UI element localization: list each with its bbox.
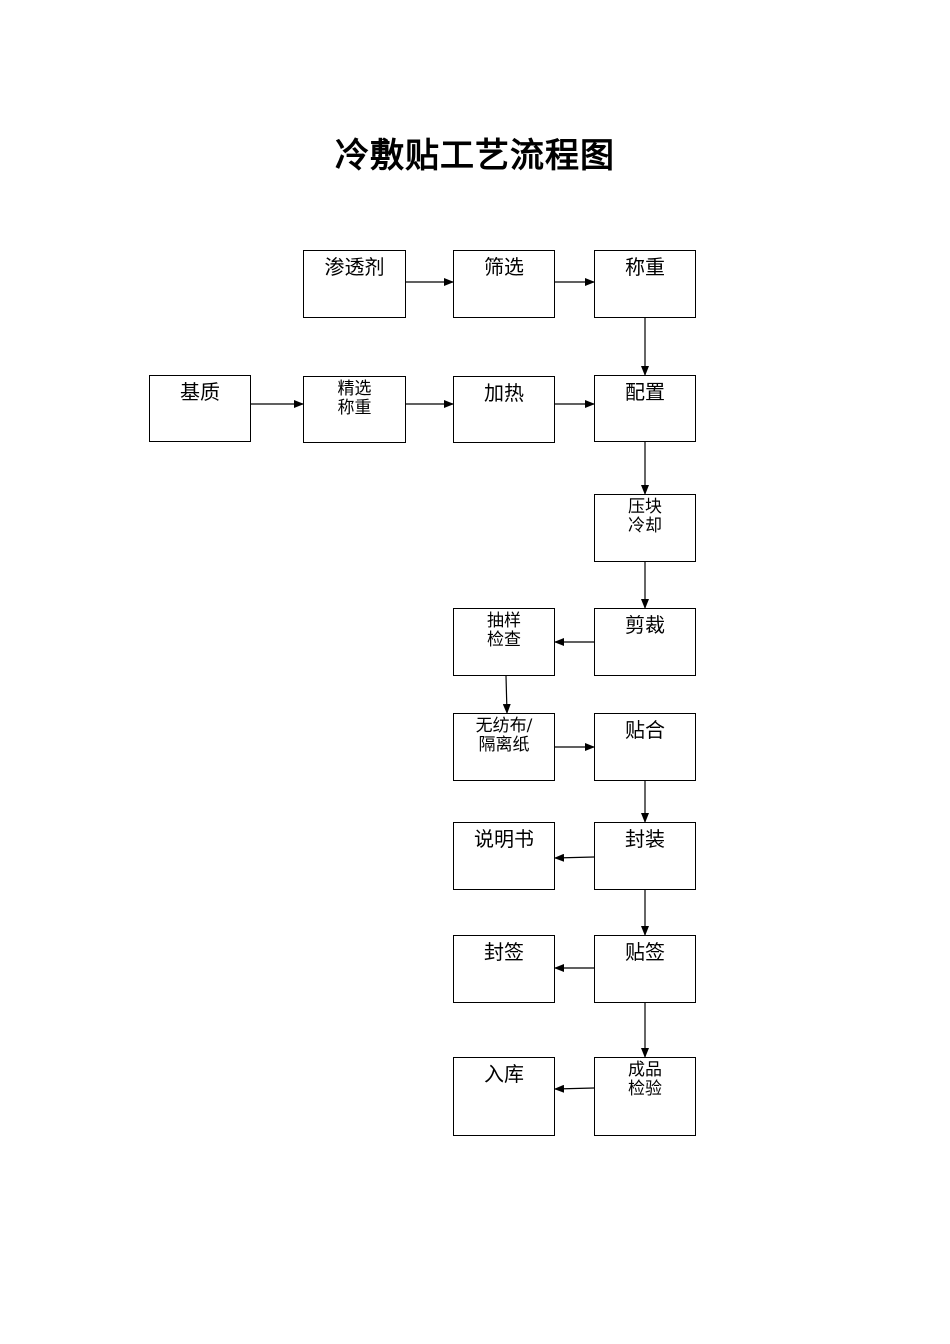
node-warehouse: 入库 bbox=[453, 1057, 555, 1136]
node-nonwoven: 无纺布/ 隔离纸 bbox=[453, 713, 555, 781]
node-label: 精选 bbox=[337, 379, 372, 399]
node-label: 封签 bbox=[484, 940, 524, 964]
node-manual: 说明书 bbox=[453, 822, 555, 890]
node-substrate: 基质 bbox=[149, 375, 251, 442]
node-penetrant: 渗透剂 bbox=[303, 250, 406, 318]
node-press-cool: 压块 冷却 bbox=[594, 494, 696, 562]
node-label: 剪裁 bbox=[625, 613, 665, 637]
node-select-weigh: 精选 称重 bbox=[303, 376, 406, 443]
node-label: 检查 bbox=[487, 630, 521, 650]
node-cut: 剪裁 bbox=[594, 608, 696, 676]
node-prepare: 配置 bbox=[594, 375, 696, 442]
node-package: 封装 bbox=[594, 822, 696, 890]
node-label: 抽样 bbox=[487, 611, 521, 631]
node-label: 称重 bbox=[625, 255, 665, 279]
node-label: 隔离纸 bbox=[478, 735, 530, 755]
arrow-inspect-to-warehouse bbox=[554, 1084, 595, 1093]
node-label: 冷却 bbox=[628, 516, 662, 536]
page-title: 冷敷贴工艺流程图 bbox=[335, 136, 615, 176]
node-label: 入库 bbox=[484, 1062, 524, 1086]
node-label: 称重 bbox=[337, 398, 372, 418]
arrow-sample-to-nonwoven bbox=[502, 675, 511, 714]
node-sieve: 筛选 bbox=[453, 250, 555, 318]
node-seal-label: 封签 bbox=[453, 935, 555, 1003]
node-label: 贴合 bbox=[625, 718, 665, 742]
node-label: 压块 bbox=[628, 497, 662, 517]
node-heat: 加热 bbox=[453, 376, 555, 443]
node-inspect: 成品 检验 bbox=[594, 1057, 696, 1136]
node-label: 加热 bbox=[484, 381, 524, 405]
node-label: 渗透剂 bbox=[324, 255, 385, 279]
node-label: 筛选 bbox=[484, 255, 524, 279]
node-weigh: 称重 bbox=[594, 250, 696, 318]
node-label: 说明书 bbox=[474, 827, 534, 851]
node-label: 成品 bbox=[628, 1060, 662, 1080]
node-label: 无纺布/ bbox=[475, 716, 533, 736]
arrow-package-to-manual bbox=[554, 853, 595, 862]
node-label: 配置 bbox=[625, 380, 665, 404]
node-label: 贴签 bbox=[625, 940, 665, 964]
node-label: 基质 bbox=[180, 380, 220, 404]
node-label: 封装 bbox=[625, 827, 665, 851]
node-label: 检验 bbox=[628, 1079, 662, 1099]
node-laminate: 贴合 bbox=[594, 713, 696, 781]
node-sample: 抽样 检查 bbox=[453, 608, 555, 676]
